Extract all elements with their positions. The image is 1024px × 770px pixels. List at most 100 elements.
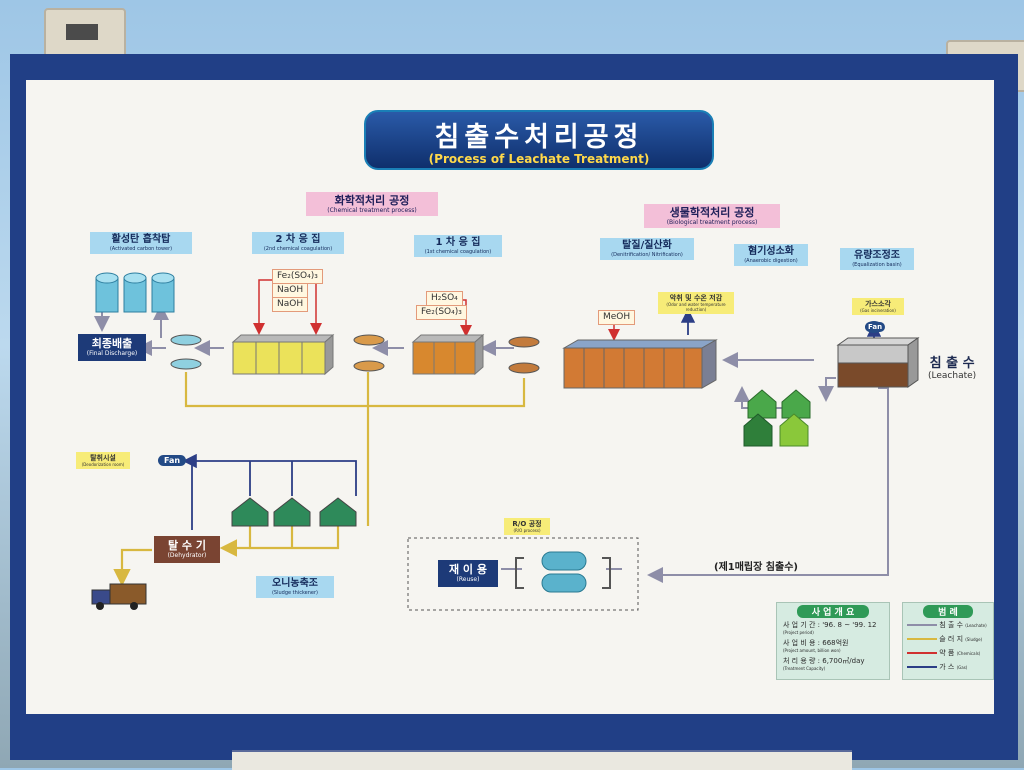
dehydrator-english: (Dehydrator) (167, 552, 207, 559)
legend-row-chemicals: 약 품 (Chemicals) (907, 649, 991, 658)
title-korean: 침출수처리공정 (434, 122, 644, 153)
chemical-coag1-fe: Fe₂(SO₄)₃ (416, 305, 467, 320)
legend-gas-label: 가 스 (939, 663, 955, 671)
cooling-korean: 악취 및 수온 저감 (669, 294, 723, 302)
board-title: 침출수처리공정 (Process of Leachate Treatment) (364, 110, 714, 170)
coag1-english: (1st chemical coagulation) (424, 249, 492, 255)
project-row-period: 사 업 기 간 : '96. 8 ~ '99. 12 (Project peri… (783, 621, 876, 635)
leachate-korean: 침 출 수 (929, 356, 975, 371)
legend-row-gas: 가 스 (Gas) (907, 663, 991, 672)
project-row-capacity: 처 리 용 량 : 6,700㎥/day (Treatment Capacity… (783, 657, 865, 671)
equalization-korean: 유량조정조 (854, 250, 900, 261)
legend-heading: 범 례 (923, 605, 973, 618)
fan-equalization: Fan (865, 322, 886, 332)
carbon-tower-korean: 활성탄 흡착탑 (111, 234, 171, 245)
ro-process-box (407, 537, 639, 611)
coag1-label: 1 차 응 집 (1st chemical coagulation) (414, 235, 502, 257)
fan-deodorization: Fan (158, 455, 187, 466)
gas-burning-label: 가스소각 (Gas incineration) (852, 298, 904, 315)
project-overview-heading: 사 업 개 요 (797, 605, 869, 618)
legend-chemicals-label: 약 품 (939, 649, 955, 657)
biological-process-korean: 생물학적처리 공정 (669, 206, 755, 219)
reuse-english: (Reuse) (456, 576, 480, 583)
process-board: 침출수처리공정 (Process of Leachate Treatment) … (26, 80, 994, 714)
thickener-english: (Sludge thickener) (271, 590, 318, 596)
legend-sludge-label: 슬 러 지 (939, 635, 964, 643)
second-coagulation-tank (231, 333, 335, 376)
dehydrator-korean: 탈 수 기 (167, 539, 207, 552)
project-cost-sub: (Project amount, billion won) (783, 648, 841, 653)
anaerobic-english: (Anaerobic digestion) (744, 258, 798, 264)
coag2-korean: 2 차 응 집 (275, 234, 321, 245)
anaerobic-korean: 혐기성소화 (748, 246, 794, 257)
final-discharge-english: (Final Discharge) (86, 350, 138, 357)
project-period-sub: (Project period) (783, 630, 814, 635)
ro-label: R/O 공정 (R/O process) (504, 518, 550, 535)
cooling-label: 악취 및 수온 저감 (Odor and water temperature r… (658, 292, 734, 314)
thickener-label: 오니농축조 (Sludge thickener) (256, 576, 334, 598)
denitrification-english: (Denitrification/ Nitrification) (611, 252, 683, 258)
legend-leachate-sub: (Leachate) (965, 623, 987, 628)
anaerobic-digesters (743, 389, 811, 447)
deodorization-label: 탈취시설 (Deodorization room) (76, 452, 130, 469)
legend-row-sludge: 슬 러 지 (Sludge) (907, 635, 991, 644)
equalization-english: (Equalization basin) (852, 262, 902, 268)
gas-flow-lines (182, 308, 882, 530)
thickener-korean: 오니농축조 (272, 578, 318, 589)
reuse-label: 재 이 용 (Reuse) (438, 560, 498, 587)
title-english: (Process of Leachate Treatment) (428, 152, 650, 166)
biological-process-english: (Biological treatment process) (666, 219, 758, 226)
ro-korean: R/O 공정 (512, 520, 542, 528)
carbon-tower-english: (Activated carbon tower) (109, 246, 173, 252)
sign-bottom-strip (232, 750, 852, 770)
chemical-coag2-naoh-1: NaOH (272, 283, 309, 298)
legend-swatch-sludge (907, 638, 937, 640)
equalization-basin (836, 321, 920, 388)
leachate-english: (Leachate) (928, 371, 977, 381)
reuse-korean: 재 이 용 (448, 563, 488, 576)
sludge-thickeners (231, 497, 357, 527)
chemical-coag2-fe: Fe₂(SO₄)₃ (272, 269, 323, 284)
dehydrator-label: 탈 수 기 (Dehydrator) (154, 536, 220, 563)
process-flow-diagram (91, 272, 920, 611)
coag2-english: (2nd chemical coagulation) (263, 246, 333, 252)
coag1-korean: 1 차 응 집 (435, 237, 481, 248)
chemical-coag1-h2so4: H₂SO₄ (426, 291, 463, 306)
deodorization-korean: 탈취시설 (90, 454, 116, 462)
carbon-tower-label: 활성탄 흡착탑 (Activated carbon tower) (90, 232, 192, 254)
final-discharge-korean: 최종배출 (91, 337, 133, 350)
sludge-flow-lines (113, 372, 526, 587)
coag2-label: 2 차 응 집 (2nd chemical coagulation) (252, 232, 344, 254)
gas-burning-korean: 가스소각 (865, 300, 891, 308)
project-capacity-text: 처 리 용 량 : 6,700㎥/day (783, 657, 865, 665)
deodorization-english: (Deodorization room) (81, 462, 125, 467)
clarifier-units (170, 334, 540, 374)
chemical-coag2-naoh-2: NaOH (272, 297, 309, 312)
sludge-truck (91, 583, 147, 610)
chemical-process-korean: 화학적처리 공정 (334, 194, 410, 207)
equalization-label: 유량조정조 (Equalization basin) (840, 248, 914, 270)
legend-row-leachate: 침 출 수 (Leachate) (907, 621, 991, 630)
activated-carbon-towers (95, 272, 175, 313)
first-coagulation-tank (411, 333, 485, 376)
project-capacity-sub: (Treatment Capacity) (783, 666, 826, 671)
chemical-process-label: 화학적처리 공정 (Chemical treatment process) (306, 192, 438, 216)
denitrification-korean: 탈질/질산화 (622, 240, 672, 251)
legend-leachate-label: 침 출 수 (939, 621, 964, 629)
project-period-text: 사 업 기 간 : '96. 8 ~ '99. 12 (783, 621, 877, 629)
ro-english: (R/O process) (513, 528, 541, 533)
security-camera-left (44, 8, 126, 60)
legend-swatch-leachate (907, 624, 937, 626)
final-discharge-label: 최종배출 (Final Discharge) (78, 334, 146, 361)
denitrification-label: 탈질/질산화 (Denitrification/ Nitrification) (600, 238, 694, 260)
project-row-cost: 사 업 비 용 : 668억원 (Project amount, billion… (783, 639, 849, 653)
gas-burning-english: (Gas incineration) (860, 308, 896, 313)
nitrification-tank (562, 339, 718, 389)
legend-box: 범 례 침 출 수 (Leachate) 슬 러 지 (Sludge) 약 품 … (902, 602, 994, 680)
anaerobic-label: 혐기성소화 (Anaerobic digestion) (734, 244, 808, 266)
chemical-bio-meoh: MeOH (598, 310, 636, 325)
legend-chemicals-sub: (Chemicals) (956, 651, 981, 656)
leachate-inflow-label: 침 출 수 (Leachate) (928, 352, 976, 381)
chemical-process-english: (Chemical treatment process) (327, 207, 417, 214)
cooling-english: (Odor and water temperature reduction) (666, 302, 726, 312)
